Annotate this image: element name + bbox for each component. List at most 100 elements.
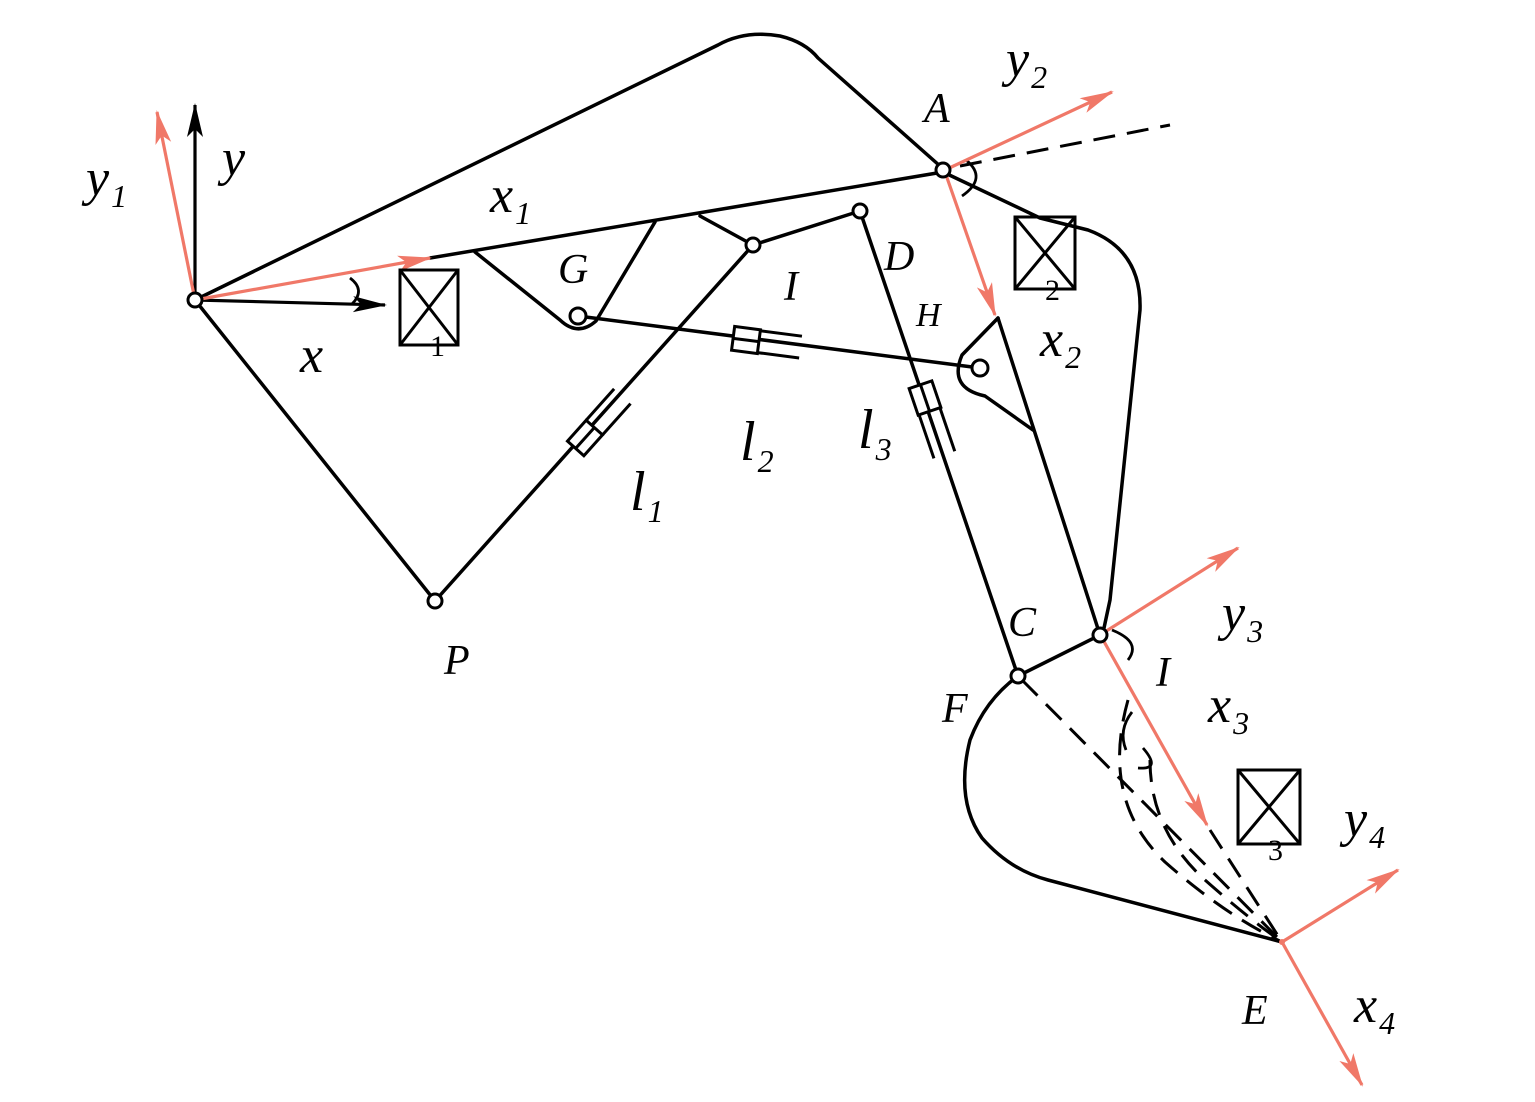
label-x3-main: x [1207, 677, 1231, 734]
label-y3-main: y [1217, 585, 1246, 642]
label-x3-sub: 3 [1232, 705, 1249, 741]
label-y4-sub: 4 [1369, 819, 1385, 855]
angle-symbol-2: 2 [1013, 215, 1077, 307]
label-h: H [915, 297, 943, 334]
frame-axes [155, 90, 1400, 1087]
missing-glyph-box-2 [1013, 215, 1077, 291]
joint-a [934, 161, 952, 179]
joint-d [851, 202, 869, 220]
label-x4-main: x [1353, 977, 1377, 1034]
missing-glyph-box-3 [1236, 768, 1302, 846]
label-a: A [921, 86, 950, 132]
stick-h-bracket [956, 316, 1035, 432]
bucket-outline [962, 674, 1284, 944]
label-l1-main: l [630, 461, 646, 523]
joint-h [970, 358, 990, 378]
label-y1-main: y [81, 150, 110, 207]
x3-axis-arrow [1100, 637, 1209, 827]
y2-axis-arrow [944, 90, 1114, 172]
angle-symbol-3: 3 [1236, 768, 1302, 867]
construction-lines [959, 123, 1284, 944]
boom-centerline [428, 170, 945, 260]
hydraulic-cylinder-l2 [729, 324, 803, 360]
x2-axis-arrow [943, 171, 997, 317]
label-x2-main: x [1039, 311, 1063, 368]
label-l2-sub: 2 [758, 443, 774, 479]
y4-axis-arrow [1281, 868, 1400, 944]
y1-axis-arrow [155, 110, 197, 301]
label-l2-main: l [740, 411, 756, 473]
label-l3-main: l [858, 399, 874, 461]
label-y4-main: y [1339, 791, 1368, 848]
lower-link-o-p [193, 298, 437, 603]
cylinder-line-l2 [576, 314, 982, 370]
label-c: C [1008, 600, 1037, 646]
boom-outline [193, 32, 942, 302]
boom-extension-dashed [959, 123, 1171, 168]
linkage [193, 32, 1284, 944]
joint-p [426, 592, 444, 610]
point-e [1279, 939, 1285, 945]
labels: y1 y x1 x G I D H A y2 x2 l1 l2 l3 P C F… [81, 31, 1395, 1041]
label-y2: y2 [1001, 31, 1047, 95]
x3-extension-dashed [1208, 829, 1284, 943]
label-x3: x3 [1207, 677, 1249, 741]
boom-truss-i [698, 214, 755, 247]
angle-arc-a [961, 158, 978, 198]
stick-centerline [996, 316, 1102, 637]
joint-f [1009, 667, 1027, 685]
label-y2-sub: 2 [1031, 59, 1047, 95]
label-y4: y4 [1339, 791, 1385, 855]
label-l3: l3 [858, 399, 892, 467]
link-j-f [1016, 633, 1102, 678]
bucket-swing-arc-1 [1118, 699, 1283, 944]
hydraulic-cylinder-l1 [565, 387, 632, 458]
label-i-boom: I [783, 264, 800, 310]
x4-axis-arrow [1280, 941, 1364, 1087]
label-x4-sub: 4 [1379, 1005, 1395, 1041]
label-l1: l1 [630, 461, 664, 529]
joint-g [568, 306, 588, 326]
label-y3-sub: 3 [1246, 613, 1263, 649]
link-i-d [751, 209, 862, 247]
label-l1-sub: 1 [648, 493, 664, 529]
label-y2-main: y [1001, 31, 1030, 88]
angle-arc-bucket-2 [1137, 747, 1153, 770]
boom-truss-g [473, 220, 657, 331]
label-x1-main: x [489, 167, 513, 224]
label-p: P [443, 638, 470, 684]
missing-glyph-box-1 [398, 268, 460, 347]
x-axis-arrow [194, 296, 387, 313]
label-y: y [217, 130, 246, 187]
x1-axis-arrow [194, 255, 432, 302]
label-f: F [941, 686, 968, 732]
label-x1: x1 [489, 167, 531, 231]
angle-arc-j [1111, 628, 1134, 661]
f-e-dashed [1020, 678, 1284, 944]
joint-stick-bucket [1091, 626, 1109, 644]
angle-symbol-3-sub: 3 [1268, 834, 1283, 867]
label-y1: y1 [81, 150, 127, 214]
label-g: G [558, 247, 588, 293]
angle-arc-origin [349, 276, 360, 305]
angle-symbol-1-sub: 1 [430, 330, 445, 363]
joint-i [744, 236, 762, 254]
label-x4: x4 [1353, 977, 1395, 1041]
base-axes [187, 103, 387, 313]
angle-symbol-1: 1 [398, 268, 460, 363]
label-x: x [299, 327, 323, 384]
y3-axis-arrow [1099, 546, 1240, 637]
label-l2: l2 [740, 411, 774, 479]
label-x2-sub: 2 [1065, 339, 1081, 375]
label-e: E [1241, 988, 1268, 1034]
joints [186, 161, 1285, 945]
label-y1-sub: 1 [111, 178, 127, 214]
cylinder-line-l1 [433, 243, 755, 603]
hydraulic-cylinder-l3 [907, 378, 957, 459]
label-x2: x2 [1039, 311, 1081, 375]
label-y3: y3 [1217, 585, 1263, 649]
angle-arc-bucket-1 [1121, 711, 1134, 751]
stick-outline [941, 170, 1142, 630]
angle-symbol-2-sub: 2 [1045, 274, 1060, 307]
